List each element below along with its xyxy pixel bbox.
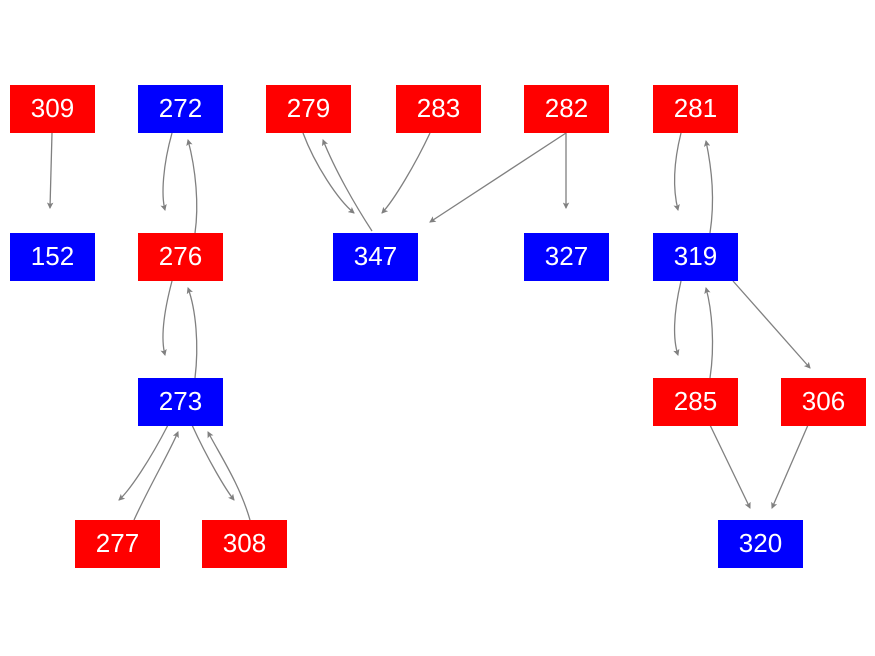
graph-node-label: 319 xyxy=(673,241,718,271)
graph-node-276[interactable]: 276 xyxy=(138,233,223,281)
graph-node-281[interactable]: 281 xyxy=(653,85,738,133)
graph-node-273[interactable]: 273 xyxy=(138,378,223,426)
graph-edge-282-to-347 xyxy=(429,132,567,223)
graph-node-label: 276 xyxy=(158,241,203,271)
graph-edge-283-to-347 xyxy=(381,132,431,214)
graph-edge-285-to-319 xyxy=(704,286,714,379)
graph-node-label: 277 xyxy=(95,528,140,558)
graph-node-327[interactable]: 327 xyxy=(524,233,609,281)
graph-edge-276-to-272 xyxy=(186,138,198,234)
graph-node-label: 152 xyxy=(30,241,75,271)
graph-node-277[interactable]: 277 xyxy=(75,520,160,568)
graph-edge-279-to-347 xyxy=(302,132,355,214)
graph-node-label: 306 xyxy=(801,386,846,416)
graph-node-279[interactable]: 279 xyxy=(266,85,351,133)
graph-edge-281-to-319 xyxy=(673,132,682,212)
graph-node-320[interactable]: 320 xyxy=(718,520,803,568)
graph-edge-272-to-276 xyxy=(160,132,173,212)
graph-node-label: 272 xyxy=(158,93,203,123)
graph-node-272[interactable]: 272 xyxy=(138,85,223,133)
graph-node-282[interactable]: 282 xyxy=(524,85,609,133)
graph-edge-319-to-306 xyxy=(732,280,811,369)
graph-node-319[interactable]: 319 xyxy=(653,233,738,281)
graph-edge-306-to-320 xyxy=(771,424,809,509)
graph-edge-276-to-273 xyxy=(160,280,173,357)
graph-node-label: 347 xyxy=(353,241,398,271)
graph-node-label: 308 xyxy=(222,528,267,558)
graph-edge-273-to-308 xyxy=(191,424,235,501)
graph-node-label: 283 xyxy=(416,93,461,123)
graph-edge-277-to-273 xyxy=(133,431,179,521)
graph-node-306[interactable]: 306 xyxy=(781,378,866,426)
graph-edge-273-to-277 xyxy=(118,424,169,501)
graph-node-309[interactable]: 309 xyxy=(10,85,95,133)
edge-group xyxy=(46,132,811,521)
graph-node-label: 282 xyxy=(544,93,589,123)
graph-node-label: 309 xyxy=(30,93,75,123)
graph-edge-319-to-281 xyxy=(703,139,714,234)
graph-node-label: 327 xyxy=(544,241,589,271)
graph-edge-347-to-279 xyxy=(322,139,373,232)
graph-edge-308-to-273 xyxy=(207,431,251,521)
graph-edge-285-to-320 xyxy=(709,424,751,509)
graph-node-label: 279 xyxy=(286,93,331,123)
graph-node-label: 285 xyxy=(673,386,718,416)
graph-edge-273-to-276 xyxy=(186,287,198,379)
graph-node-label: 320 xyxy=(738,528,783,558)
graph-edge-309-to-152 xyxy=(46,132,54,210)
graph-node-308[interactable]: 308 xyxy=(202,520,287,568)
graph-edge-319-to-285 xyxy=(673,280,682,356)
graph-node-label: 273 xyxy=(158,386,203,416)
graph-node-label: 281 xyxy=(673,93,718,123)
graph-node-283[interactable]: 283 xyxy=(396,85,481,133)
graph-node-285[interactable]: 285 xyxy=(653,378,738,426)
graph-node-152[interactable]: 152 xyxy=(10,233,95,281)
graph-node-347[interactable]: 347 xyxy=(333,233,418,281)
